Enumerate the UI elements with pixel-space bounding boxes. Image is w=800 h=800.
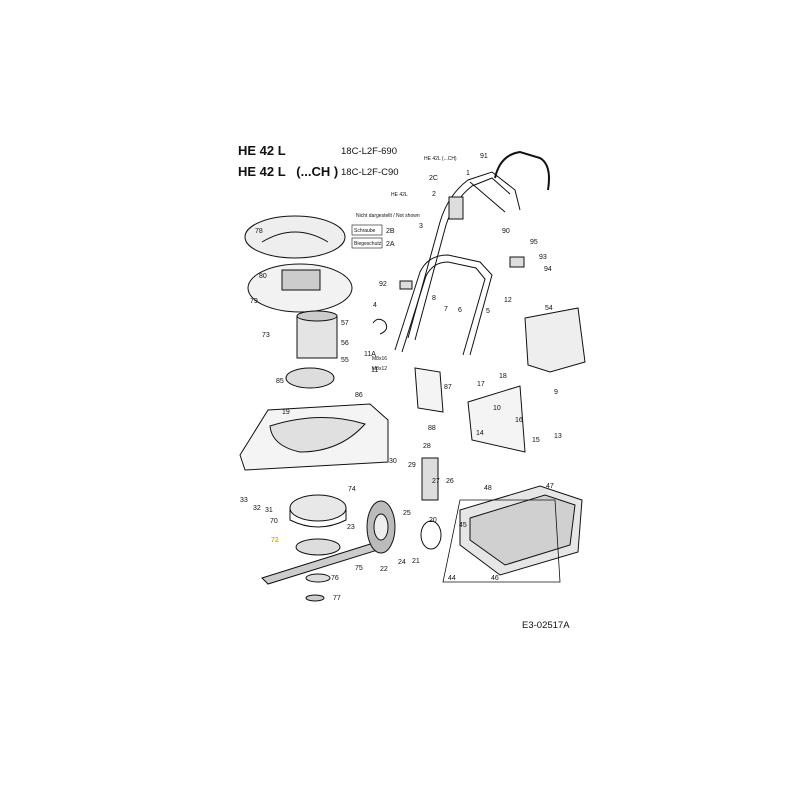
part-label-48: 48	[484, 485, 492, 492]
svg-text:Biegeschutz: Biegeschutz	[354, 241, 382, 247]
svg-text:M8x12: M8x12	[372, 366, 387, 372]
part-label-88: 88	[428, 425, 436, 432]
part-label-92: 92	[379, 281, 387, 288]
part-label-55: 55	[341, 357, 349, 364]
part-label-7: 7	[444, 306, 448, 313]
part-label-75: 75	[355, 565, 363, 572]
housing-70	[289, 494, 347, 522]
part-label-26: 26	[446, 478, 454, 485]
svg-text:M8x16: M8x16	[372, 356, 387, 362]
part-label-80: 80	[259, 273, 267, 280]
svg-text:HE 42L (...CH): HE 42L (...CH)	[424, 156, 457, 162]
part-label-90: 90	[502, 228, 510, 235]
switch-box	[448, 196, 464, 220]
part-label-4: 4	[373, 302, 377, 309]
part-label-73: 73	[262, 332, 270, 339]
part-label-2: 2	[432, 191, 436, 198]
part-label-57: 57	[341, 320, 349, 327]
part-label-20: 20	[429, 517, 437, 524]
part-label-5: 5	[486, 308, 490, 315]
part-label-16: 16	[515, 417, 523, 424]
part-label-13: 13	[554, 433, 562, 440]
part-label-21: 21	[412, 558, 420, 565]
part-label-15: 15	[532, 437, 540, 444]
part-label-78: 78	[255, 228, 263, 235]
part-label-11a: 11A	[364, 351, 376, 358]
fan-85	[285, 367, 335, 389]
part-label-2c: 2C	[429, 175, 438, 182]
part-label-8: 8	[432, 295, 436, 302]
part-label-87: 87	[444, 384, 452, 391]
part-label-24: 24	[398, 559, 406, 566]
part-label-86: 86	[355, 392, 363, 399]
bag-panel-54	[524, 307, 586, 373]
washer-20	[420, 520, 442, 550]
svg-text:Nicht dargestellt / Not shown: Nicht dargestellt / Not shown	[356, 213, 420, 219]
model-code-1: 18C-L2F-690	[341, 146, 397, 157]
part-label-29: 29	[408, 462, 416, 469]
svg-text:2A: 2A	[386, 241, 395, 248]
part-label-25: 25	[403, 510, 411, 517]
part-label-30: 30	[389, 458, 397, 465]
part-label-74: 74	[348, 486, 356, 493]
motor-56	[296, 315, 338, 359]
part-label-22: 22	[380, 566, 388, 573]
adjuster-28	[421, 457, 439, 501]
part-label-70: 70	[270, 518, 278, 525]
part-label-76: 76	[331, 575, 339, 582]
part-label-28: 28	[423, 443, 431, 450]
model-code-2: 18C-L2F-C90	[341, 167, 399, 178]
part-label-94: 94	[544, 266, 552, 273]
part-label-10: 10	[493, 405, 501, 412]
part-label-45: 45	[459, 522, 467, 529]
part-label-91: 91	[480, 153, 488, 160]
part-label-95: 95	[530, 239, 538, 246]
svg-text:2B: 2B	[386, 228, 395, 235]
part-label-56: 56	[341, 340, 349, 347]
part-label-79: 79	[250, 298, 258, 305]
part-label-77: 77	[333, 595, 341, 602]
part-label-27: 27	[432, 478, 440, 485]
part-label-17: 17	[477, 381, 485, 388]
handle-upper	[407, 171, 521, 341]
part-label-31: 31	[265, 507, 273, 514]
bracket-44	[442, 499, 561, 583]
part-label-46: 46	[491, 575, 499, 582]
part-label-23: 23	[347, 524, 355, 531]
part-label-32: 32	[253, 505, 261, 512]
part-label-44: 44	[448, 575, 456, 582]
part-label-19: 19	[282, 409, 290, 416]
part-label-14: 14	[476, 430, 484, 437]
svg-text:HE 42L: HE 42L	[391, 192, 408, 198]
diagram-reference: E3-02517A	[522, 620, 570, 631]
part-label-11: 11	[371, 367, 378, 374]
handle-lower	[394, 254, 493, 356]
part-label-47: 47	[546, 483, 554, 490]
legend-box: Nicht dargestellt / Not shown Schraube B…	[351, 213, 420, 249]
part-label-85: 85	[276, 378, 284, 385]
part-label-93: 93	[539, 254, 547, 261]
part-label-12: 12	[504, 297, 512, 304]
part-label-72: 72	[271, 537, 279, 544]
fan-72	[295, 538, 341, 556]
part-label-18: 18	[499, 373, 507, 380]
part-label-1: 1	[466, 170, 470, 177]
part-label-6: 6	[458, 307, 462, 314]
part-label-33: 33	[240, 497, 248, 504]
part-label-54: 54	[545, 305, 553, 312]
model-title-2: HE 42 L (...CH )	[238, 164, 339, 179]
cable-91	[494, 150, 550, 191]
flap-87	[414, 367, 444, 413]
rear-flap-14	[467, 385, 526, 453]
svg-text:Schraube: Schraube	[354, 228, 376, 234]
model-title-1: HE 42 L	[238, 143, 286, 158]
cover-78	[244, 215, 346, 259]
part-label-9: 9	[554, 389, 558, 396]
part-label-3: 3	[419, 223, 423, 230]
